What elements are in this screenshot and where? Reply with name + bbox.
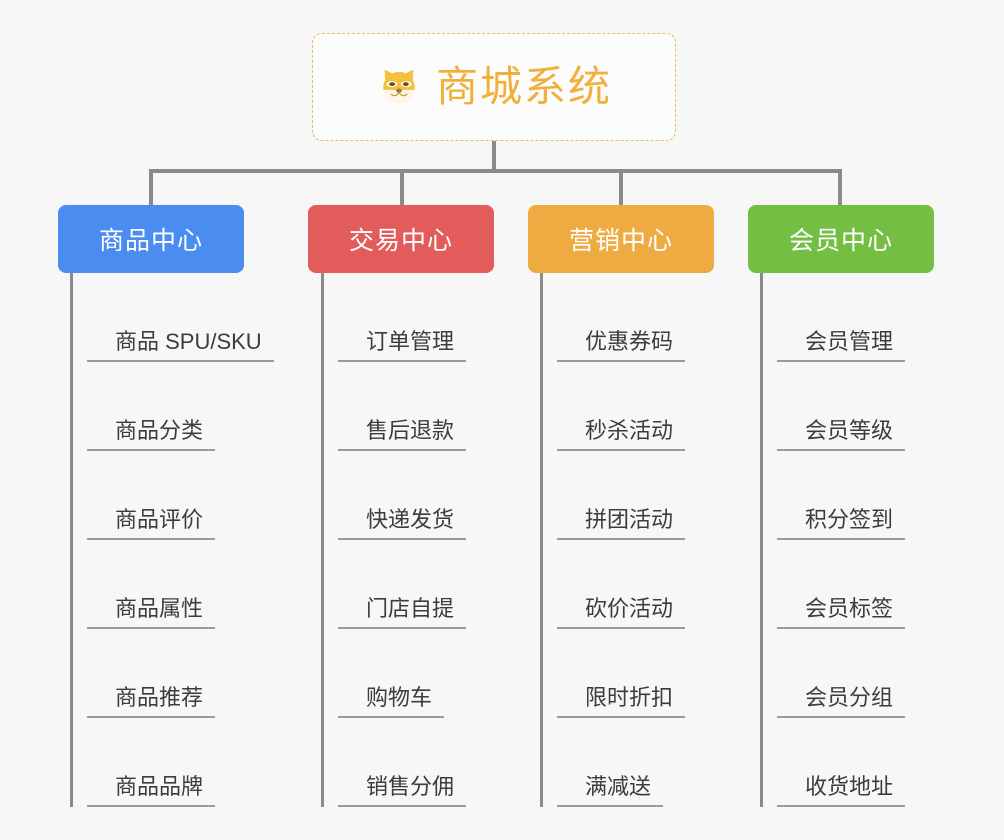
leaf-label: 商品属性 <box>87 596 216 629</box>
leaf-list-2: 优惠券码 秒杀活动 拼团活动 砍价活动 限时折扣 满减送 <box>540 273 760 807</box>
root-title: 商城系统 <box>435 63 612 110</box>
list-item[interactable]: 售后退款 <box>338 362 541 451</box>
leaf-label: 限时折扣 <box>557 685 686 718</box>
list-item[interactable]: 积分签到 <box>777 451 980 540</box>
connector-drop-会员中心 <box>838 169 842 207</box>
leaf-label: 会员等级 <box>777 418 906 451</box>
list-item[interactable]: 收货地址 <box>777 718 980 807</box>
leaf-label: 快递发货 <box>338 507 467 540</box>
connector-drop-交易中心 <box>400 169 404 207</box>
list-item[interactable]: 砍价活动 <box>557 540 760 629</box>
list-item[interactable]: 拼团活动 <box>557 451 760 540</box>
leaf-label: 门店自提 <box>338 596 467 629</box>
category-header-0[interactable]: 商品中心 <box>58 205 244 273</box>
list-item[interactable]: 会员管理 <box>777 273 980 362</box>
leaf-label: 积分签到 <box>777 507 906 540</box>
category-column-2: 营销中心 <box>528 205 714 273</box>
leaf-label: 销售分佣 <box>338 774 467 807</box>
list-item[interactable]: 商品属性 <box>87 540 290 629</box>
shiba-dog-face-icon <box>376 64 422 110</box>
list-item[interactable]: 销售分佣 <box>338 718 541 807</box>
leaf-label: 会员分组 <box>777 685 906 718</box>
leaf-label: 售后退款 <box>338 418 467 451</box>
list-item[interactable]: 商品 SPU/SKU <box>87 273 290 362</box>
leaf-label: 会员标签 <box>777 596 906 629</box>
list-item[interactable]: 优惠券码 <box>557 273 760 362</box>
list-item[interactable]: 秒杀活动 <box>557 362 760 451</box>
list-item[interactable]: 快递发货 <box>338 451 541 540</box>
leaf-label: 砍价活动 <box>557 596 686 629</box>
leaf-label: 商品 SPU/SKU <box>87 329 274 362</box>
list-item[interactable]: 商品分类 <box>87 362 290 451</box>
leaf-label: 商品推荐 <box>87 685 216 718</box>
leaf-label: 订单管理 <box>338 329 467 362</box>
leaf-label: 收货地址 <box>777 774 906 807</box>
connector-drop-营销中心 <box>619 169 623 207</box>
list-item[interactable]: 限时折扣 <box>557 629 760 718</box>
leaf-label: 商品评价 <box>87 507 216 540</box>
leaf-label: 拼团活动 <box>557 507 686 540</box>
leaf-label: 购物车 <box>338 685 445 718</box>
leaf-label: 商品品牌 <box>87 774 216 807</box>
list-item[interactable]: 购物车 <box>338 629 541 718</box>
category-column-1: 交易中心 <box>308 205 494 273</box>
connector-root-stem <box>492 141 496 171</box>
leaf-list-1: 订单管理 售后退款 快递发货 门店自提 购物车 销售分佣 <box>321 273 541 807</box>
list-item[interactable]: 商品评价 <box>87 451 290 540</box>
leaf-list-0: 商品 SPU/SKU 商品分类 商品评价 商品属性 商品推荐 商品品牌 <box>70 273 290 807</box>
list-item[interactable]: 门店自提 <box>338 540 541 629</box>
category-column-3: 会员中心 <box>748 205 934 273</box>
connector-horizontal-bus <box>149 169 840 173</box>
category-header-2[interactable]: 营销中心 <box>528 205 714 273</box>
leaf-label: 秒杀活动 <box>557 418 686 451</box>
list-item[interactable]: 商品品牌 <box>87 718 290 807</box>
leaf-label: 优惠券码 <box>557 329 686 362</box>
list-item[interactable]: 商品推荐 <box>87 629 290 718</box>
list-item[interactable]: 会员标签 <box>777 540 980 629</box>
connector-drop-商品中心 <box>149 169 153 207</box>
list-item[interactable]: 满减送 <box>557 718 760 807</box>
category-header-3[interactable]: 会员中心 <box>748 205 934 273</box>
category-column-0: 商品中心 <box>58 205 244 273</box>
root-node[interactable]: 商城系统 <box>312 33 676 141</box>
leaf-list-3: 会员管理 会员等级 积分签到 会员标签 会员分组 收货地址 <box>760 273 980 807</box>
list-item[interactable]: 会员分组 <box>777 629 980 718</box>
list-item[interactable]: 订单管理 <box>338 273 541 362</box>
list-item[interactable]: 会员等级 <box>777 362 980 451</box>
leaf-label: 满减送 <box>557 774 664 807</box>
leaf-label: 商品分类 <box>87 418 216 451</box>
leaf-label: 会员管理 <box>777 329 906 362</box>
category-header-1[interactable]: 交易中心 <box>308 205 494 273</box>
